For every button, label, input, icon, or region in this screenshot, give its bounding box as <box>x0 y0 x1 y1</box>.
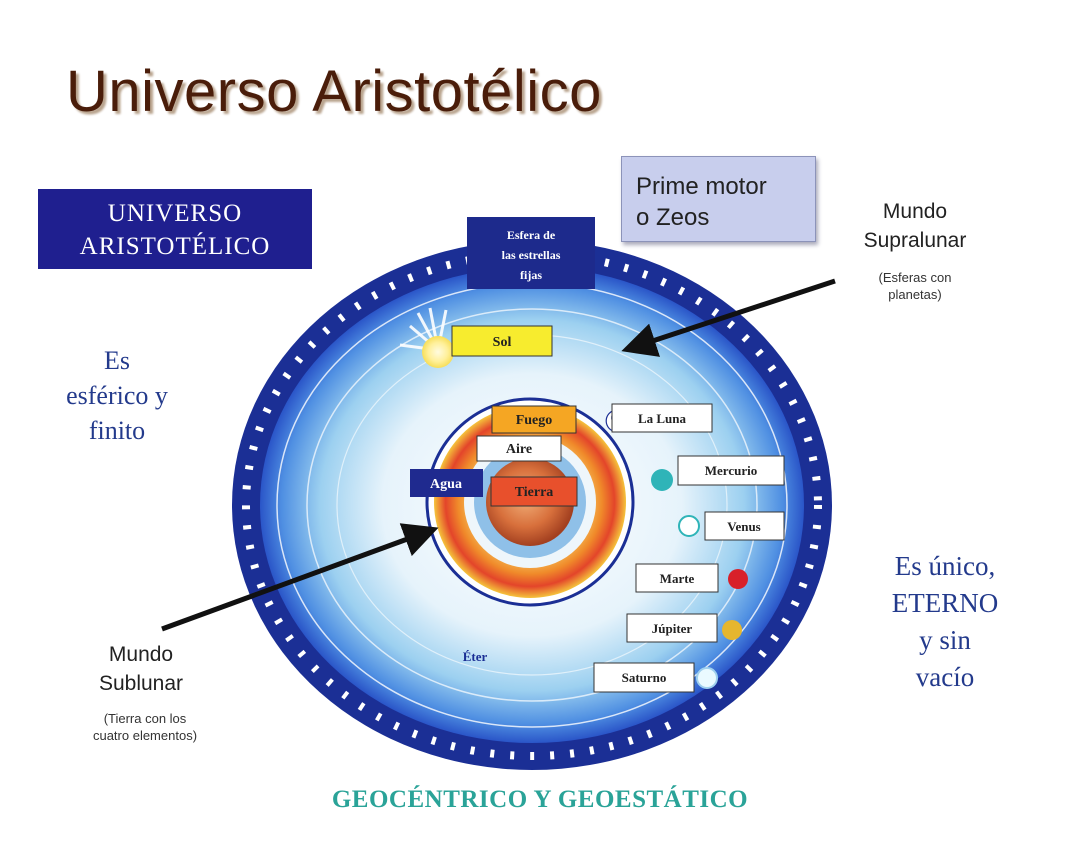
sun-icon <box>399 307 454 368</box>
page-title: Universo Aristotélico <box>66 59 602 124</box>
fixed-stars-dots <box>242 250 822 760</box>
jupiter-planet <box>722 620 742 640</box>
jupiter-label: Júpiter <box>652 621 693 636</box>
saturn-planet <box>696 667 718 689</box>
luna-label-box <box>611 403 713 433</box>
sublunar-sub1: (Tierra con los <box>103 711 187 726</box>
stars-sphere-box <box>467 217 595 289</box>
orbit-line-middle <box>306 308 758 702</box>
sol-label-box <box>451 325 553 357</box>
right-text-line3: y sin <box>919 625 971 655</box>
saturno-label-box <box>593 662 695 693</box>
jupiter-label-box <box>626 613 718 643</box>
sublunar-caption: (Tierra con los cuatro elementos) <box>60 710 230 744</box>
mercurio-label: Mercurio <box>705 463 757 478</box>
sublunar-label: Mundo Sublunar <box>66 640 216 698</box>
right-text-line2: ETERNO <box>891 588 999 618</box>
universe-title-box: UNIVERSO ARISTOTÉLICO <box>38 189 312 269</box>
mercury-planet <box>651 469 673 491</box>
supralunar-line2: Supralunar <box>863 229 967 252</box>
stars-sphere-line2: las estrellas <box>502 248 561 262</box>
universe-title-line1: UNIVERSO <box>107 200 243 227</box>
sol-label: Sol <box>493 335 512 350</box>
unique-eternal-text: Es único, ETERNO y sin vacío <box>870 548 1020 696</box>
universe-title-line2: ARISTOTÉLICO <box>79 233 271 260</box>
mercurio-label-box <box>677 455 785 486</box>
right-text-line4: vacío <box>915 662 975 692</box>
supralunar-sub2: planetas) <box>888 287 942 302</box>
luna-label: La Luna <box>638 411 687 426</box>
geocentric-footer: GEOCÉNTRICO Y GEOESTÁTICO <box>331 786 749 813</box>
sublunar-arrow <box>161 523 439 632</box>
left-text-line1: Es <box>104 346 130 375</box>
prime-mover-line2: o Zeos <box>636 204 710 231</box>
fuego-label-box <box>491 405 577 434</box>
venus-label: Venus <box>727 519 760 534</box>
tierra-label: Tierra <box>515 485 554 500</box>
tierra-label-box <box>490 476 578 507</box>
agua-label-box <box>410 469 483 497</box>
venus-label-box <box>704 511 785 541</box>
sublunar-sub2: cuatro elementos) <box>92 728 198 743</box>
venus-planet <box>678 515 700 537</box>
fuego-label: Fuego <box>516 413 553 428</box>
eter-label: Éter <box>463 649 488 664</box>
agua-label: Agua <box>430 477 462 492</box>
marte-label: Marte <box>660 571 695 586</box>
supralunar-sub1: (Esferas con <box>878 270 952 285</box>
saturno-label: Saturno <box>622 670 667 685</box>
supralunar-label: Mundo Supralunar <box>850 197 980 255</box>
marte-label-box <box>635 563 719 593</box>
aire-label-box <box>476 435 562 462</box>
prime-mover-line1: Prime motor <box>636 173 767 200</box>
spherical-finite-text: Es esférico y finito <box>42 343 192 448</box>
supralunar-caption: (Esferas con planetas) <box>850 269 980 303</box>
prime-mover-box: Prime motor o Zeos <box>621 156 816 242</box>
sublunar-line2: Sublunar <box>98 672 184 695</box>
aire-label: Aire <box>506 442 532 457</box>
supralunar-line1: Mundo <box>882 200 948 223</box>
left-text-line3: finito <box>88 416 146 445</box>
supralunar-arrow <box>621 278 836 357</box>
right-text-line1: Es único, <box>894 551 996 581</box>
stars-sphere-line3: fijas <box>520 268 542 282</box>
sublunar-line1: Mundo <box>108 643 174 666</box>
stars-sphere-line1: Esfera de <box>507 228 556 242</box>
left-text-line2: esférico y <box>66 381 168 410</box>
mars-planet <box>728 569 748 589</box>
